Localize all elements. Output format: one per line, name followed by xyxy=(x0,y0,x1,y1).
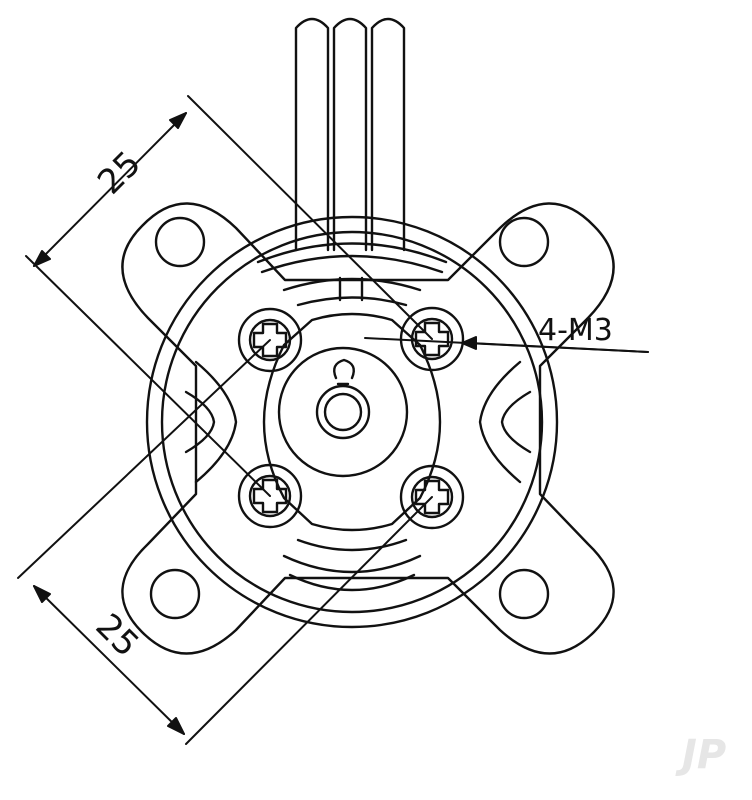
stator-plate xyxy=(262,312,442,532)
callout-leader xyxy=(364,336,649,353)
cross-mount-plate xyxy=(121,202,615,655)
screw-bottom-left xyxy=(237,463,303,529)
mount-hole-bottom-left xyxy=(149,568,201,620)
dimension-top xyxy=(25,95,433,497)
callout-label: 4-M3 xyxy=(538,313,613,348)
screw-top-left xyxy=(237,307,303,373)
central-hub xyxy=(277,346,409,478)
dimension-bottom xyxy=(17,339,433,745)
mount-hole-bottom-right xyxy=(498,568,550,620)
side-slots xyxy=(184,360,532,484)
screw-bottom-right xyxy=(399,464,465,530)
dimension-bottom-label: 25 xyxy=(88,606,147,665)
watermark-logo: JP xyxy=(675,732,726,778)
mount-hole-top-left xyxy=(154,216,206,268)
mount-hole-top-right xyxy=(498,216,550,268)
lead-wires xyxy=(294,17,406,252)
motor-body xyxy=(145,215,559,629)
dimension-top-label: 25 xyxy=(90,143,149,202)
